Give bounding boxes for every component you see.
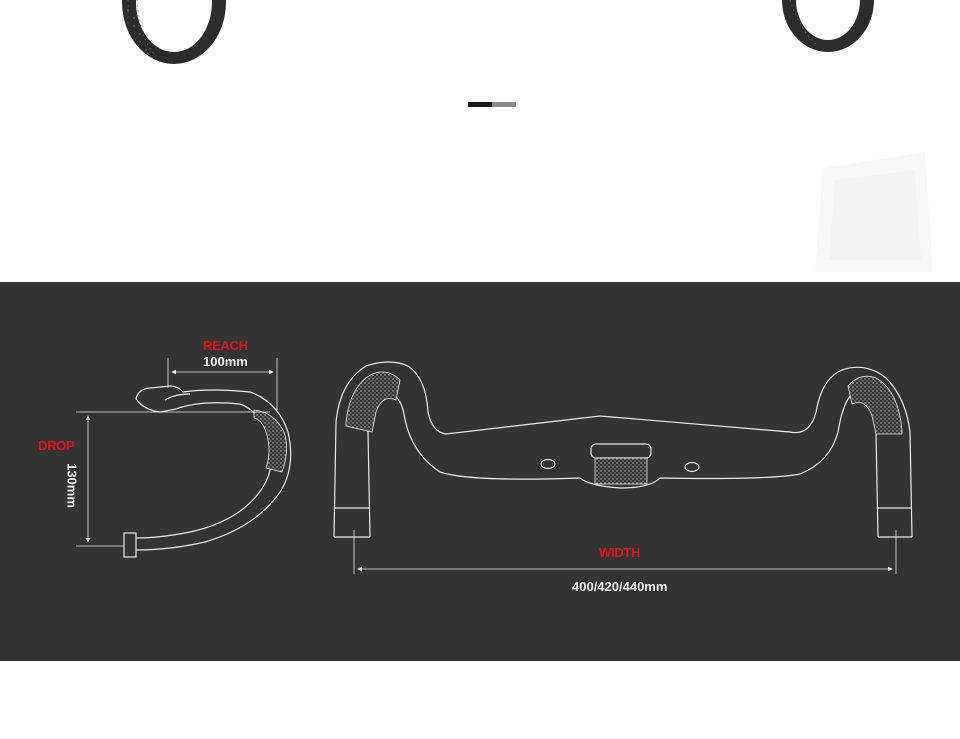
- handlebar-front-view: [333, 361, 913, 538]
- page-footer-space: [0, 661, 960, 739]
- tire-image-right: [782, 0, 874, 52]
- handlebar-side-view: [123, 385, 292, 558]
- width-label: WIDTH: [599, 545, 641, 560]
- tire-images: [122, 0, 874, 64]
- carousel-pagination[interactable]: [468, 102, 516, 107]
- faded-product-thumbnail: [815, 152, 933, 272]
- reach-value: 100mm: [203, 354, 248, 369]
- width-dimension: [353, 530, 897, 574]
- geometry-spec-panel: REACH 100mm DROP 130mm WIDTH 400/420/440…: [0, 282, 960, 661]
- tire-image-left: [122, 0, 226, 64]
- drop-dimension: [76, 411, 270, 547]
- handlebar-diagram: [76, 358, 913, 574]
- carousel-dot-active[interactable]: [468, 102, 492, 107]
- product-image-carousel: [0, 0, 960, 282]
- drop-label: DROP: [38, 438, 75, 453]
- width-value: 400/420/440mm: [572, 579, 668, 594]
- carousel-dot[interactable]: [492, 102, 516, 107]
- drop-value: 130mm: [64, 463, 80, 508]
- reach-label: REACH: [203, 338, 248, 353]
- reach-dimension: [167, 358, 278, 410]
